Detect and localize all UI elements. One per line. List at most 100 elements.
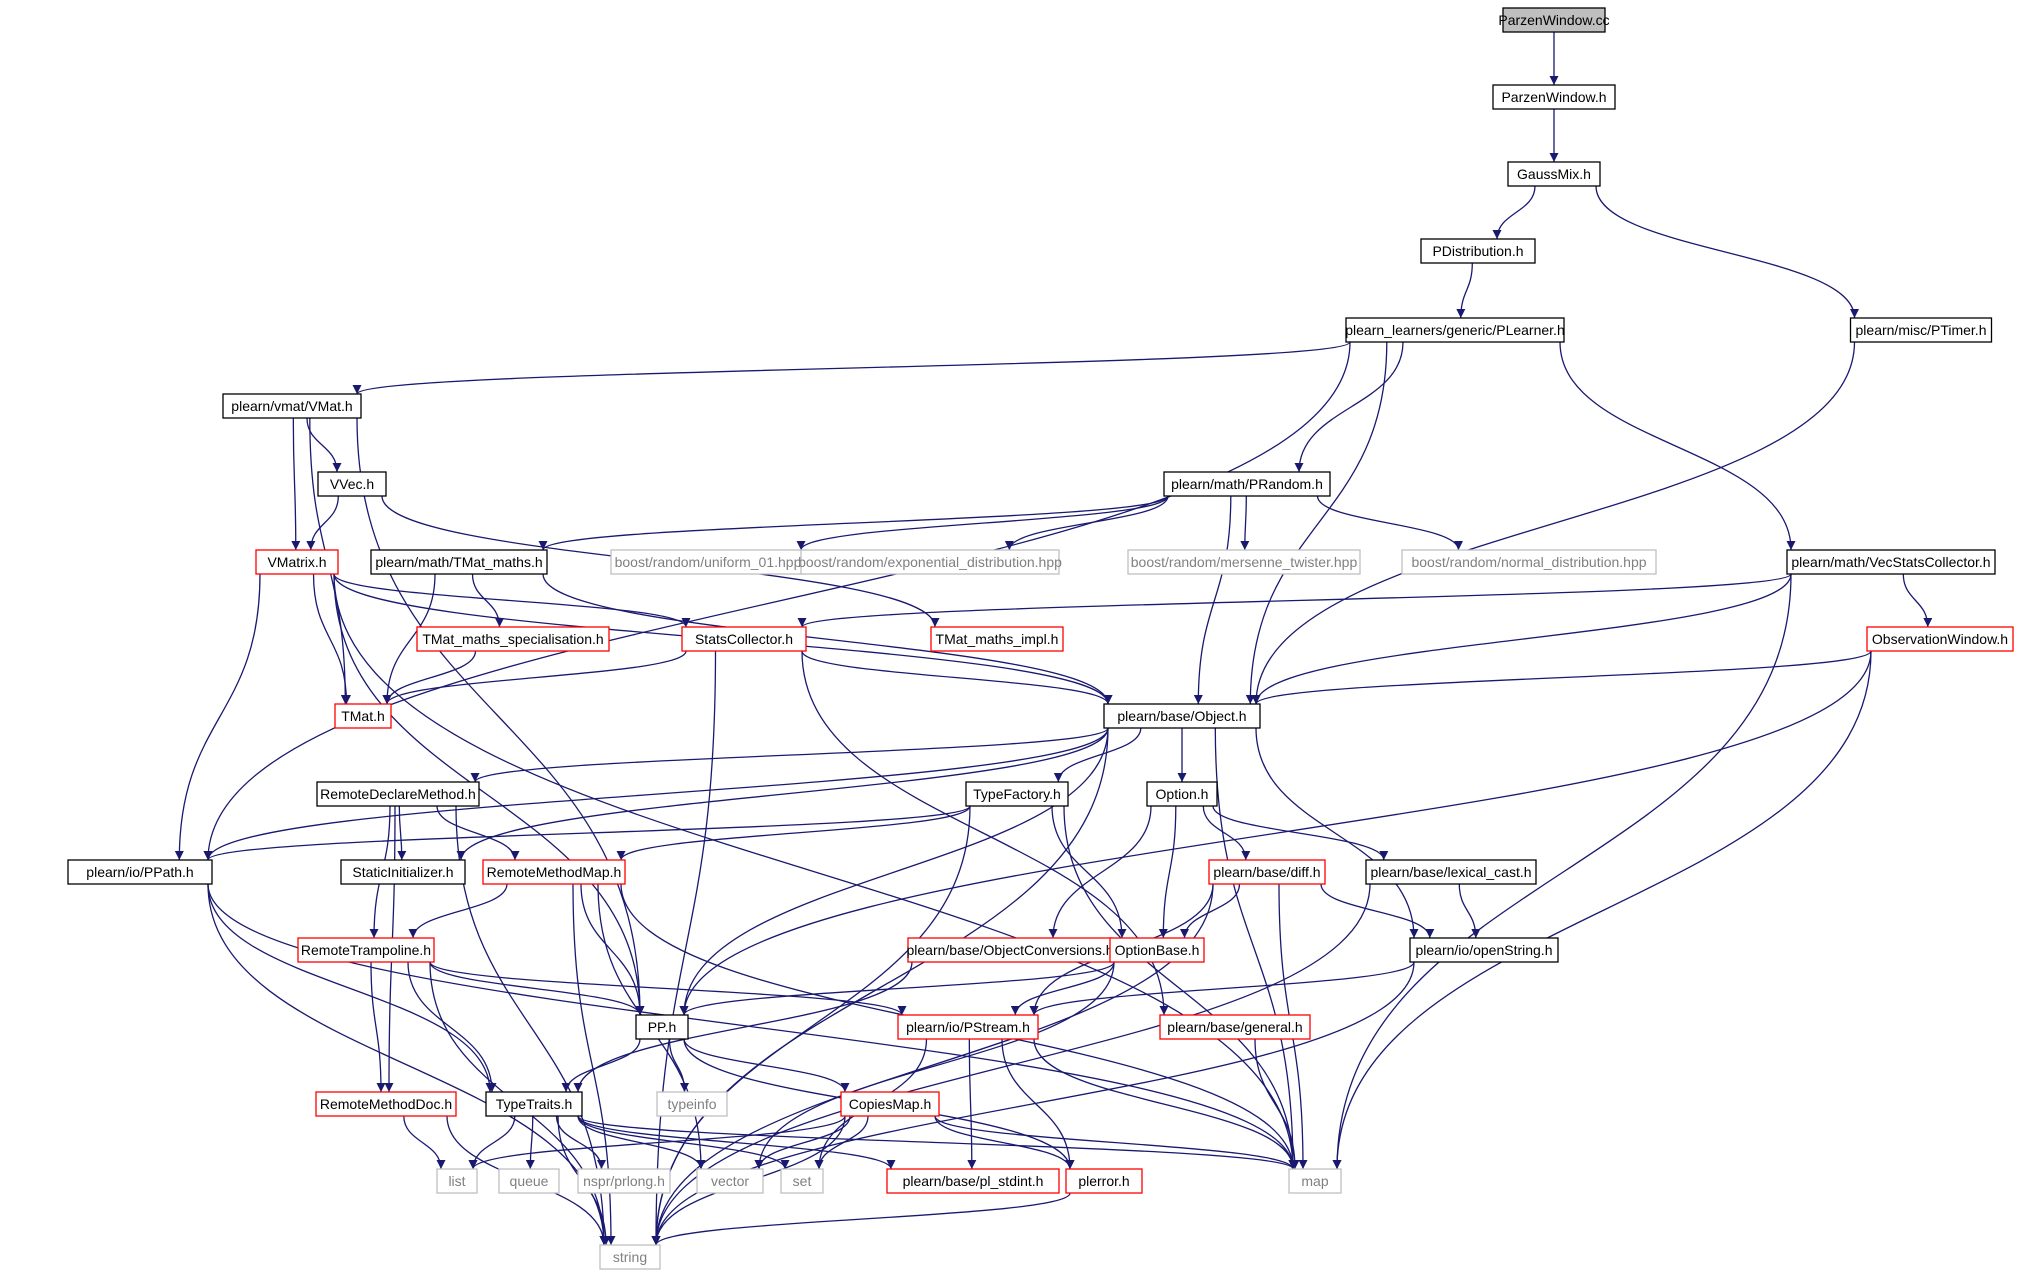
edge-RemoteTrampoline_h-to-RemoteMethodDoc_h [370,961,386,1093]
node-box-uniform_01 [610,549,806,575]
node-TMat_maths_impl[interactable]: TMat_maths_impl.h [930,626,1064,652]
edge-PPath_h-to-TypeTraits_h [207,883,495,1093]
node-box-queue [498,1168,560,1194]
edge-TMat_maths_h-to-TMat_h [382,573,436,705]
node-RemoteMethodDoc_h[interactable]: RemoteMethodDoc.h [315,1091,457,1117]
edge-PLearner_h-to-PPath_h [203,341,1351,861]
edge-PStream_h-to-map [1033,1038,1298,1170]
node-ObservationWindow_h[interactable]: ObservationWindow.h [1866,626,2014,652]
edge-PLearner_h-to-VMat_h [352,341,1351,395]
node-general_h[interactable]: plearn/base/general.h [1159,1014,1311,1040]
node-openString_h[interactable]: plearn/io/openString.h [1409,937,1559,963]
node-box-map [1288,1168,1342,1194]
edge-Object_h-to-openString_h [1255,727,1419,939]
node-box-openString_h [1409,937,1559,963]
node-VMatrix_h[interactable]: VMatrix.h [255,549,339,575]
edge-Option_h-to-OptionBase_h [1158,805,1177,939]
edge-CopiesMap_h-to-set [814,1115,869,1170]
node-plerror_h[interactable]: plerror.h [1065,1168,1143,1194]
edge-TMat_maths_h-to-Object_h [542,573,1113,705]
edge-PP_h-to-TypeTraits_h [561,1038,641,1093]
node-box-general_h [1159,1014,1311,1040]
node-lexical_cast_h[interactable]: plearn/base/lexical_cast.h [1365,859,1537,885]
node-label-ParzenWindow_cc: ParzenWindow.cc [1498,12,1609,28]
edge-TypeTraits_h-to-list [468,1115,516,1170]
node-RemoteMethodMap_h[interactable]: RemoteMethodMap.h [482,859,626,885]
edge-ObservationWindow_h-to-Object_h [1251,650,1872,705]
node-PP_h[interactable]: PP.h [635,1014,689,1040]
node-box-mersenne [1127,549,1361,575]
edge-PRandom_h-to-TMat_maths_h [538,495,1169,551]
edge-TypeTraits_h-to-map [577,1115,1298,1170]
edge-RemoteTrampoline_h-to-PP_h [429,961,645,1016]
edge-RemoteMethodDoc_h-to-list [403,1115,446,1170]
node-box-Object_h [1103,703,1261,729]
node-VMat_h[interactable]: plearn/vmat/VMat.h [222,393,362,419]
node-box-TMat_h [334,703,392,729]
edge-RemoteTrampoline_h-to-PStream_h [429,961,907,1016]
node-PRandom_h[interactable]: plearn/math/PRandom.h [1163,471,1331,497]
edge-TypeTraits_h-to-pl_stdint_h [577,1115,896,1170]
node-label-general_h: plearn/base/general.h [1167,1019,1302,1035]
node-CopiesMap_h[interactable]: CopiesMap.h [840,1091,940,1117]
node-TypeTraits_h[interactable]: TypeTraits.h [485,1091,583,1117]
node-box-StaticInitializer_h [340,859,466,885]
node-box-VMatrix_h [255,549,339,575]
edge-CopiesMap_h-to-plerror_h [934,1115,1075,1170]
node-label-VecStatsCollector_h: plearn/math/VecStatsCollector.h [1791,554,1990,570]
node-box-RemoteMethodMap_h [482,859,626,885]
node-box-exp_dist [800,549,1060,575]
node-PPath_h[interactable]: plearn/io/PPath.h [67,859,213,885]
edge-VecStatsCollector_h-to-StatsCollector_h [797,573,1792,628]
node-TMat_maths_spec[interactable]: TMat_maths_specialisation.h [416,626,610,652]
node-Option_h[interactable]: Option.h [1146,781,1218,807]
node-diff_h[interactable]: plearn/base/diff.h [1208,859,1326,885]
edge-PRandom_h-to-mersenne [1240,495,1250,551]
node-box-RemoteMethodDoc_h [315,1091,457,1117]
node-PTimer_h[interactable]: plearn/misc/PTimer.h [1849,317,1993,343]
node-box-lexical_cast_h [1365,859,1537,885]
node-OptionBase_h[interactable]: OptionBase.h [1109,937,1205,963]
edge-VMat_h-to-VMatrix_h [291,417,301,551]
nodes-layer: ParzenWindow.ccParzenWindow.hGaussMix.hP… [67,7,2014,1270]
node-ParzenWindow_cc[interactable]: ParzenWindow.cc [1498,7,1610,33]
node-StatsCollector_h[interactable]: StatsCollector.h [681,626,807,652]
edge-VMatrix_h-to-map [333,573,1298,1170]
node-box-TMat_maths_impl [930,626,1064,652]
node-label-CopiesMap_h: CopiesMap.h [849,1096,932,1112]
node-VVec_h[interactable]: VVec.h [317,471,387,497]
node-box-VecStatsCollector_h [1786,549,1996,575]
node-ParzenWindow_h[interactable]: ParzenWindow.h [1492,84,1616,110]
node-pl_stdint_h[interactable]: plearn/base/pl_stdint.h [886,1168,1060,1194]
node-box-TMat_maths_spec [416,626,610,652]
node-box-PDistribution_h [1420,238,1536,264]
edge-RemoteDeclareMethod_h-to-string [455,805,609,1246]
node-TypeFactory_h[interactable]: TypeFactory.h [965,781,1069,807]
node-TMat_maths_h[interactable]: plearn/math/TMat_maths.h [370,549,548,575]
node-queue: queue [498,1168,560,1194]
node-box-vector [696,1168,764,1194]
node-label-plerror_h: plerror.h [1078,1173,1129,1189]
node-PStream_h[interactable]: plearn/io/PStream.h [897,1014,1039,1040]
node-box-PRandom_h [1163,471,1331,497]
edge-TypeTraits_h-to-vector [577,1115,706,1170]
node-GaussMix_h[interactable]: GaussMix.h [1507,161,1601,187]
node-ObjectConversions_h[interactable]: plearn/base/ObjectConversions.h [906,937,1114,963]
node-VecStatsCollector_h[interactable]: plearn/math/VecStatsCollector.h [1786,549,1996,575]
edge-PP_h-to-CopiesMap_h [683,1038,850,1093]
edge-VMatrix_h-to-PPath_h [174,573,261,861]
node-label-TMat_maths_impl: TMat_maths_impl.h [936,631,1059,647]
node-Object_h[interactable]: plearn/base/Object.h [1103,703,1261,729]
node-RemoteTrampoline_h[interactable]: RemoteTrampoline.h [297,937,435,963]
edge-Option_h-to-ObjectConversions_h [1048,805,1152,939]
node-StaticInitializer_h[interactable]: StaticInitializer.h [340,859,466,885]
edge-ObservationWindow_h-to-map [1332,650,1872,1170]
node-PLearner_h[interactable]: plearn_learners/generic/PLearner.h [1345,317,1565,343]
node-PDistribution_h[interactable]: PDistribution.h [1420,238,1536,264]
node-label-StaticInitializer_h: StaticInitializer.h [352,864,453,880]
node-RemoteDeclareMethod_h[interactable]: RemoteDeclareMethod.h [316,781,480,807]
node-TMat_h[interactable]: TMat.h [334,703,392,729]
node-label-diff_h: plearn/base/diff.h [1213,864,1320,880]
node-box-PPath_h [67,859,213,885]
node-box-ParzenWindow_h [1492,84,1616,110]
